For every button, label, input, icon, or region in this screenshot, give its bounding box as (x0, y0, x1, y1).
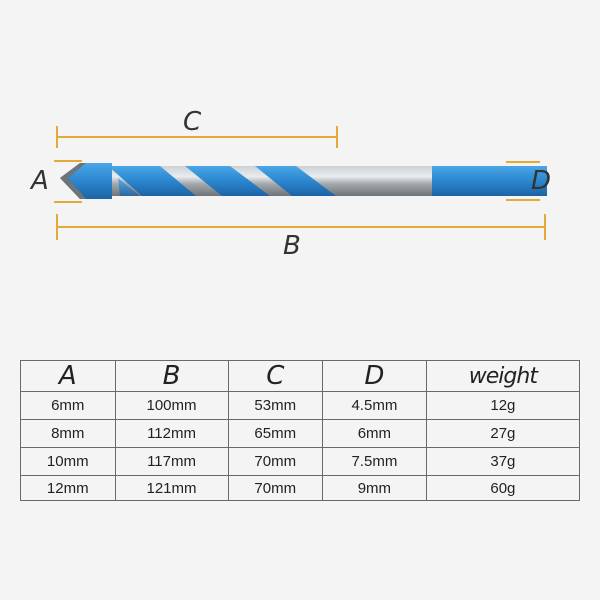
size-spec-table: A B C D weight 6mm 100mm 53mm 4.5mm 12g … (20, 360, 581, 501)
cell-d: 9mm (322, 475, 427, 501)
drill-bit-diagram (54, 126, 547, 240)
drill-shank-blue-end (432, 166, 547, 196)
cell-b: 100mm (114, 391, 229, 420)
cell-b: 121mm (114, 475, 229, 501)
cell-a: 12mm (20, 475, 116, 501)
cell-weight: 27g (425, 419, 581, 448)
cell-c: 65mm (227, 419, 324, 448)
cell-weight: 12g (425, 391, 581, 420)
cell-d: 4.5mm (322, 391, 427, 420)
header-d: D (322, 360, 427, 392)
dimension-a-ticks (54, 160, 82, 203)
dimension-c-line (56, 126, 338, 148)
cell-d: 6mm (322, 419, 427, 448)
table-row: 12mm 121mm 70mm 9mm 60g (20, 475, 581, 501)
cell-c: 70mm (227, 447, 324, 476)
table-row: 6mm 100mm 53mm 4.5mm 12g (20, 391, 581, 420)
dimension-label-b: B (283, 231, 301, 261)
header-a: A (20, 360, 116, 392)
dimension-label-a: A (31, 166, 49, 196)
dimension-label-c: C (183, 107, 202, 137)
table-row: 10mm 117mm 70mm 7.5mm 37g (20, 447, 581, 476)
drill-flutes (108, 166, 336, 196)
cell-c: 70mm (227, 475, 324, 501)
cell-a: 10mm (20, 447, 116, 476)
cell-c: 53mm (227, 391, 324, 420)
cell-b: 117mm (114, 447, 229, 476)
table-row: 8mm 112mm 65mm 6mm 27g (20, 419, 581, 448)
dimension-b-line (56, 214, 546, 240)
cell-weight: 37g (425, 447, 581, 476)
cell-a: 8mm (20, 419, 116, 448)
cell-d: 7.5mm (322, 447, 427, 476)
header-c: C (227, 360, 324, 392)
header-weight: weight (425, 360, 581, 392)
cell-b: 112mm (114, 419, 229, 448)
cell-weight: 60g (425, 475, 581, 501)
table-header-row: A B C D weight (20, 360, 581, 392)
dimension-label-d: D (531, 166, 552, 196)
cell-a: 6mm (20, 391, 116, 420)
dimension-d-ticks (506, 161, 540, 201)
header-b: B (114, 360, 229, 392)
